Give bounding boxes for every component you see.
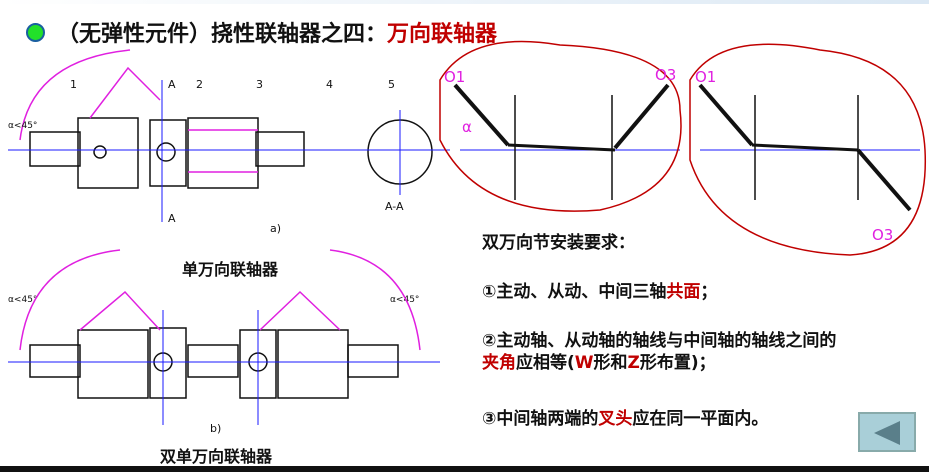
- requirement-1: ①主动、从动、中间三轴共面；: [482, 281, 717, 303]
- req2-end: 形布置)；: [639, 353, 716, 373]
- part-label-1: 1: [70, 78, 77, 91]
- part-label-5: 5: [388, 78, 395, 91]
- req3-end: 应在同一平面内。: [632, 409, 769, 429]
- triangle-left-icon: [874, 421, 900, 445]
- o1-right-label: O1: [695, 68, 716, 86]
- req3-text: ③中间轴两端的: [482, 409, 599, 429]
- back-button[interactable]: [858, 412, 916, 452]
- title-prefix: （无弹性元件）挠性联轴器之四：: [57, 22, 388, 47]
- o1-left-label: O1: [444, 68, 465, 86]
- bullet-icon: [26, 22, 45, 42]
- o3-right-label: O3: [872, 226, 893, 244]
- part-label-2: 2: [196, 78, 203, 91]
- angle-label-a: α<45°: [8, 121, 37, 131]
- section-mark-bottom: A: [168, 212, 176, 225]
- caption-single: 单万向联轴器: [182, 260, 279, 279]
- req2-z: Z: [627, 353, 640, 373]
- bottom-bar: [0, 466, 929, 472]
- req2-highlight: 夹角: [482, 353, 516, 373]
- top-bar: [0, 0, 929, 4]
- req2-mid2: 形和: [593, 353, 628, 373]
- req1-end: ；: [700, 282, 718, 302]
- req3-highlight: 叉头: [598, 409, 633, 429]
- slide-title: （无弹性元件）挠性联轴器之四： 万向联轴器: [26, 16, 497, 48]
- alpha-label: α: [462, 118, 472, 136]
- angle-label-b-left: α<45°: [8, 295, 37, 305]
- schematic-drawings: [439, 40, 927, 256]
- part-label-3: 3: [256, 78, 263, 91]
- requirement-3: ③中间轴两端的叉头应在同一平面内。: [482, 408, 768, 430]
- req1-text: ①主动、从动、中间三轴: [482, 282, 667, 302]
- part-label-4: 4: [326, 78, 333, 91]
- o3-left-label: O3: [655, 66, 676, 84]
- figure-a-drawing: [8, 49, 450, 222]
- figure-b-drawing: [8, 249, 440, 425]
- sub-label-a: a): [270, 222, 281, 235]
- requirement-2: ②主动轴、从动轴的轴线与中间轴的轴线之间的夹角应相等(W形和Z形布置)；: [482, 330, 852, 374]
- req2-text: ②主动轴、从动轴的轴线与中间轴的轴线之间的: [482, 331, 837, 351]
- requirements-heading: 双万向节安装要求：: [482, 233, 635, 253]
- req2-w: W: [574, 353, 594, 373]
- req2-mid: 应相等(: [516, 353, 575, 373]
- angle-label-b-right: α<45°: [390, 295, 419, 305]
- caption-double: 双单万向联轴器: [160, 447, 273, 466]
- section-label: A-A: [385, 200, 404, 213]
- sub-label-b: b): [210, 422, 221, 435]
- title-highlight: 万向联轴器: [387, 22, 498, 47]
- section-mark-top: A: [168, 78, 176, 91]
- req1-highlight: 共面: [666, 282, 701, 302]
